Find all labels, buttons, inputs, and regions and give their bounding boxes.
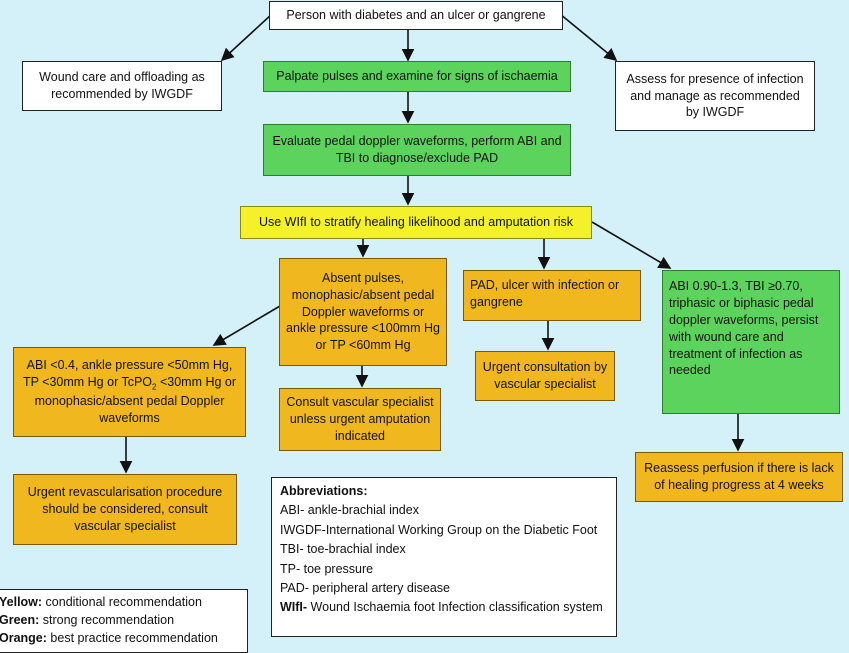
abbr-item: IWGDF-International Working Group on the… — [280, 522, 598, 537]
start-node: Person with diabetes and an ulcer or gan… — [269, 1, 563, 30]
palpate-node: Palpate pulses and examine for signs of … — [263, 61, 571, 92]
legend-box: Yellow: conditional recommendation Green… — [0, 589, 248, 653]
consult-node: Consult vascular specialist unless urgen… — [279, 388, 441, 451]
absent-pulses-node: Absent pulses, monophasic/absent pedal D… — [279, 258, 447, 366]
evaluate-node: Evaluate pedal doppler waveforms, perfor… — [263, 124, 571, 176]
arrow-wifi-to-abi-normal — [591, 221, 672, 269]
wound-care-node: Wound care and offloading as recommended… — [22, 61, 222, 111]
abbr-item-wifi: WIfI- Wound Ischaemia foot Infection cla… — [280, 600, 603, 615]
revasc-node: Urgent revascularisation procedure shoul… — [13, 474, 237, 545]
arrow-start-to-wound — [220, 13, 273, 62]
abbreviations-box: Abbreviations: ABI- ankle-brachial index… — [271, 477, 617, 637]
legend-yellow: Yellow: conditional recommendation — [0, 595, 202, 609]
abi-low-node: ABI <0.4, ankle pressure <50mm Hg, TP <3… — [13, 347, 246, 437]
abi-normal-node: ABI 0.90-1.3, TBI ≥0.70, triphasic or bi… — [662, 270, 840, 414]
infection-node: Assess for presence of infection and man… — [615, 61, 815, 131]
urgent-consult-node: Urgent consultation by vascular speciali… — [475, 351, 615, 401]
arrow-start-to-infection — [559, 13, 618, 62]
pad-infection-node: PAD, ulcer with infection or gangrene — [463, 270, 641, 321]
arrow-absent-to-abi-low — [212, 305, 281, 346]
abbr-item: TBI- toe-brachial index — [280, 542, 406, 557]
abi-low-text: ABI <0.4, ankle pressure <50mm Hg, TP <3… — [22, 358, 237, 426]
abbr-item: PAD- peripheral artery disease — [280, 580, 450, 595]
abbr-item: ABI- ankle-brachial index — [280, 503, 419, 518]
legend-orange: Orange: best practice recommendation — [0, 631, 218, 646]
abbr-item: TP- toe pressure — [280, 561, 374, 576]
abbreviations-title: Abbreviations: — [280, 484, 368, 498]
legend-green: Green: strong recommendation — [0, 613, 175, 628]
reassess-node: Reassess perfusion if there is lack of h… — [635, 452, 843, 502]
wifi-node: Use WIfI to stratify healing likelihood … — [240, 206, 592, 239]
